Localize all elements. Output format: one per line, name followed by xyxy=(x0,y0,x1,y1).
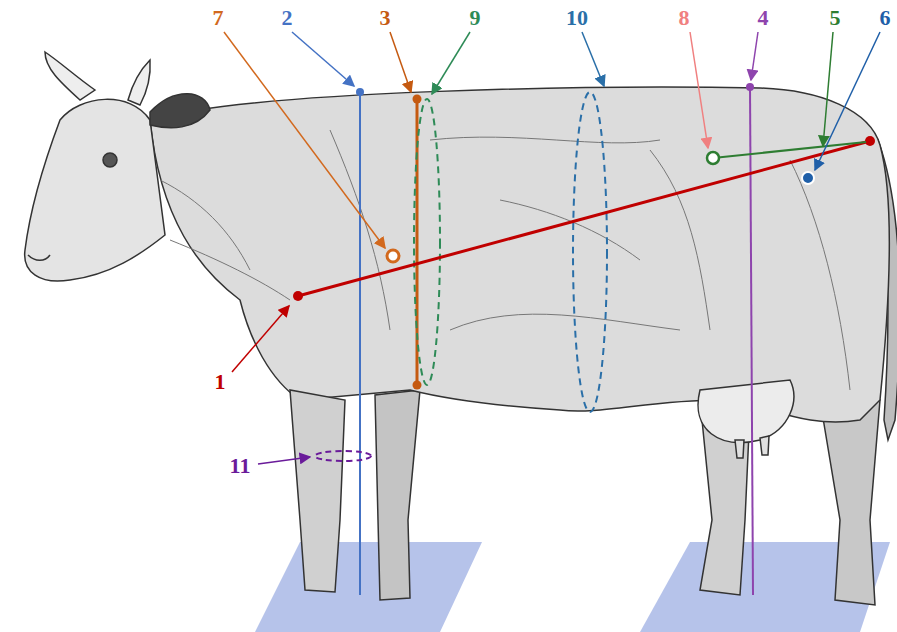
callout-number: 5 xyxy=(830,7,841,29)
callout-number: 8 xyxy=(679,7,690,29)
callout-number: 1 xyxy=(215,371,226,393)
callout-number: 4 xyxy=(758,7,769,29)
callout-number: 7 xyxy=(213,7,224,29)
callout-number: 9 xyxy=(470,7,481,29)
callout-number: 2 xyxy=(282,7,293,29)
callout-number: 11 xyxy=(230,455,251,477)
callout-number: 10 xyxy=(566,7,588,29)
callout-number: 3 xyxy=(380,7,391,29)
callout-number: 6 xyxy=(880,7,891,29)
